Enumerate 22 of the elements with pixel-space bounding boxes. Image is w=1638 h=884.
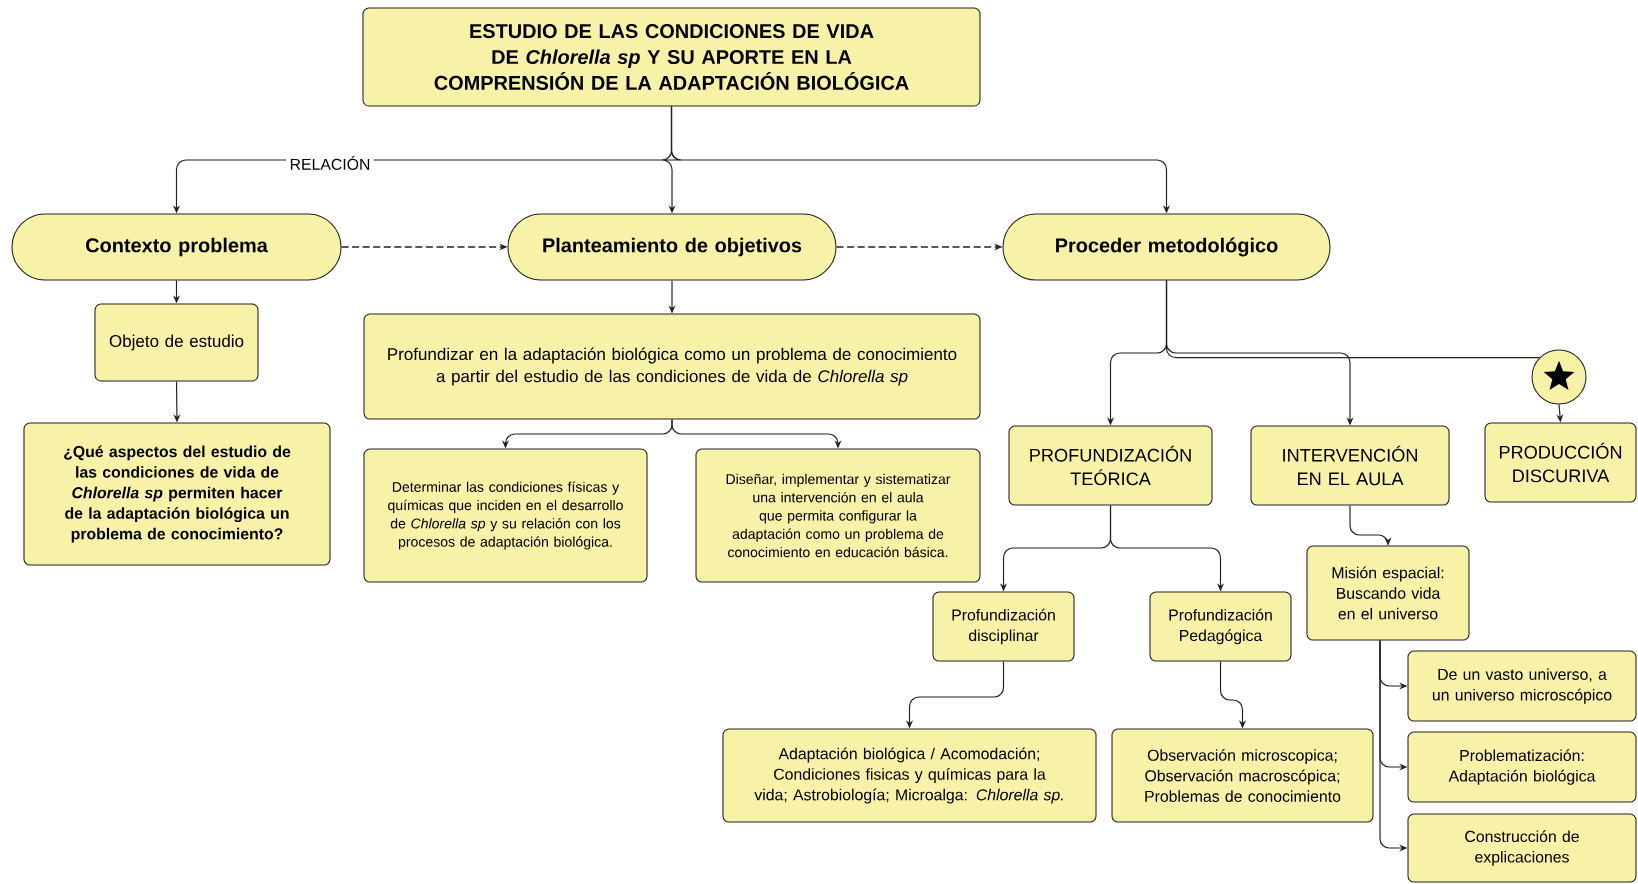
text-box: Construcción de explicaciones — [1407, 813, 1637, 883]
text-box: Misión espacial: Buscando vida en el universo — [1306, 545, 1470, 641]
text-box: Determinar las condiciones físicas y químicas que inciden en el desarrollo de Chlorella sp y su relación con los procesos de adaptación biológica. — [363, 448, 648, 583]
pill-box: Proceder metodológico — [1002, 213, 1331, 281]
text-box: Profundizar en la adaptación biológica como un problema de conocimiento a partir del estudio de las condiciones de vida de Chlorella sp — [363, 313, 981, 420]
text-box: PROFUNDIZACIÓN TEÓRICA — [1008, 425, 1213, 506]
pill-box: Planteamiento de objetivos — [507, 213, 837, 281]
text-box: Diseñar, implementar y sistematizar una intervención en el aula que permita configurar la adaptación como un problema de conocimiento en educación básica. — [695, 448, 981, 583]
text-box: PRODUCCIÓN DISCURIVA — [1484, 422, 1637, 503]
edge-label: RELACIÓN — [286, 152, 374, 174]
text-box: ¿Qué aspectos del estudio de las condiciones de vida de Chlorella sp permiten hacer de la adaptación biológica un problema de conocimiento? — [23, 422, 331, 566]
text-box: Objeto de estudio — [94, 303, 259, 382]
title-box: ESTUDIO DE LAS CONDICIONES DE VIDA DE Chlorella sp Y SU APORTE EN LA COMPRENSIÓN DE LA ADAPTACIÓN BIOLÓGICA — [362, 7, 981, 107]
text-box: Problematización: Adaptación biológica — [1407, 731, 1637, 803]
star-badge — [1531, 349, 1587, 405]
text-box: Adaptación biológica / Acomodación; Condiciones fisicas y químicas para la vida; Astrobiología; Microalga: Chlorella sp. — [722, 728, 1097, 823]
pill-box: Contexto problema — [11, 213, 342, 281]
text-box: Observación microscopica; Observación macroscópica; Problemas de conocimiento — [1111, 728, 1374, 823]
text-box: INTERVENCIÓN EN EL AULA — [1250, 425, 1450, 506]
text-box: De un vasto universo, a un universo microscópico — [1407, 650, 1637, 722]
text-box: Profundización Pedagógica — [1149, 591, 1292, 662]
text-box: Profundización disciplinar — [932, 591, 1075, 662]
